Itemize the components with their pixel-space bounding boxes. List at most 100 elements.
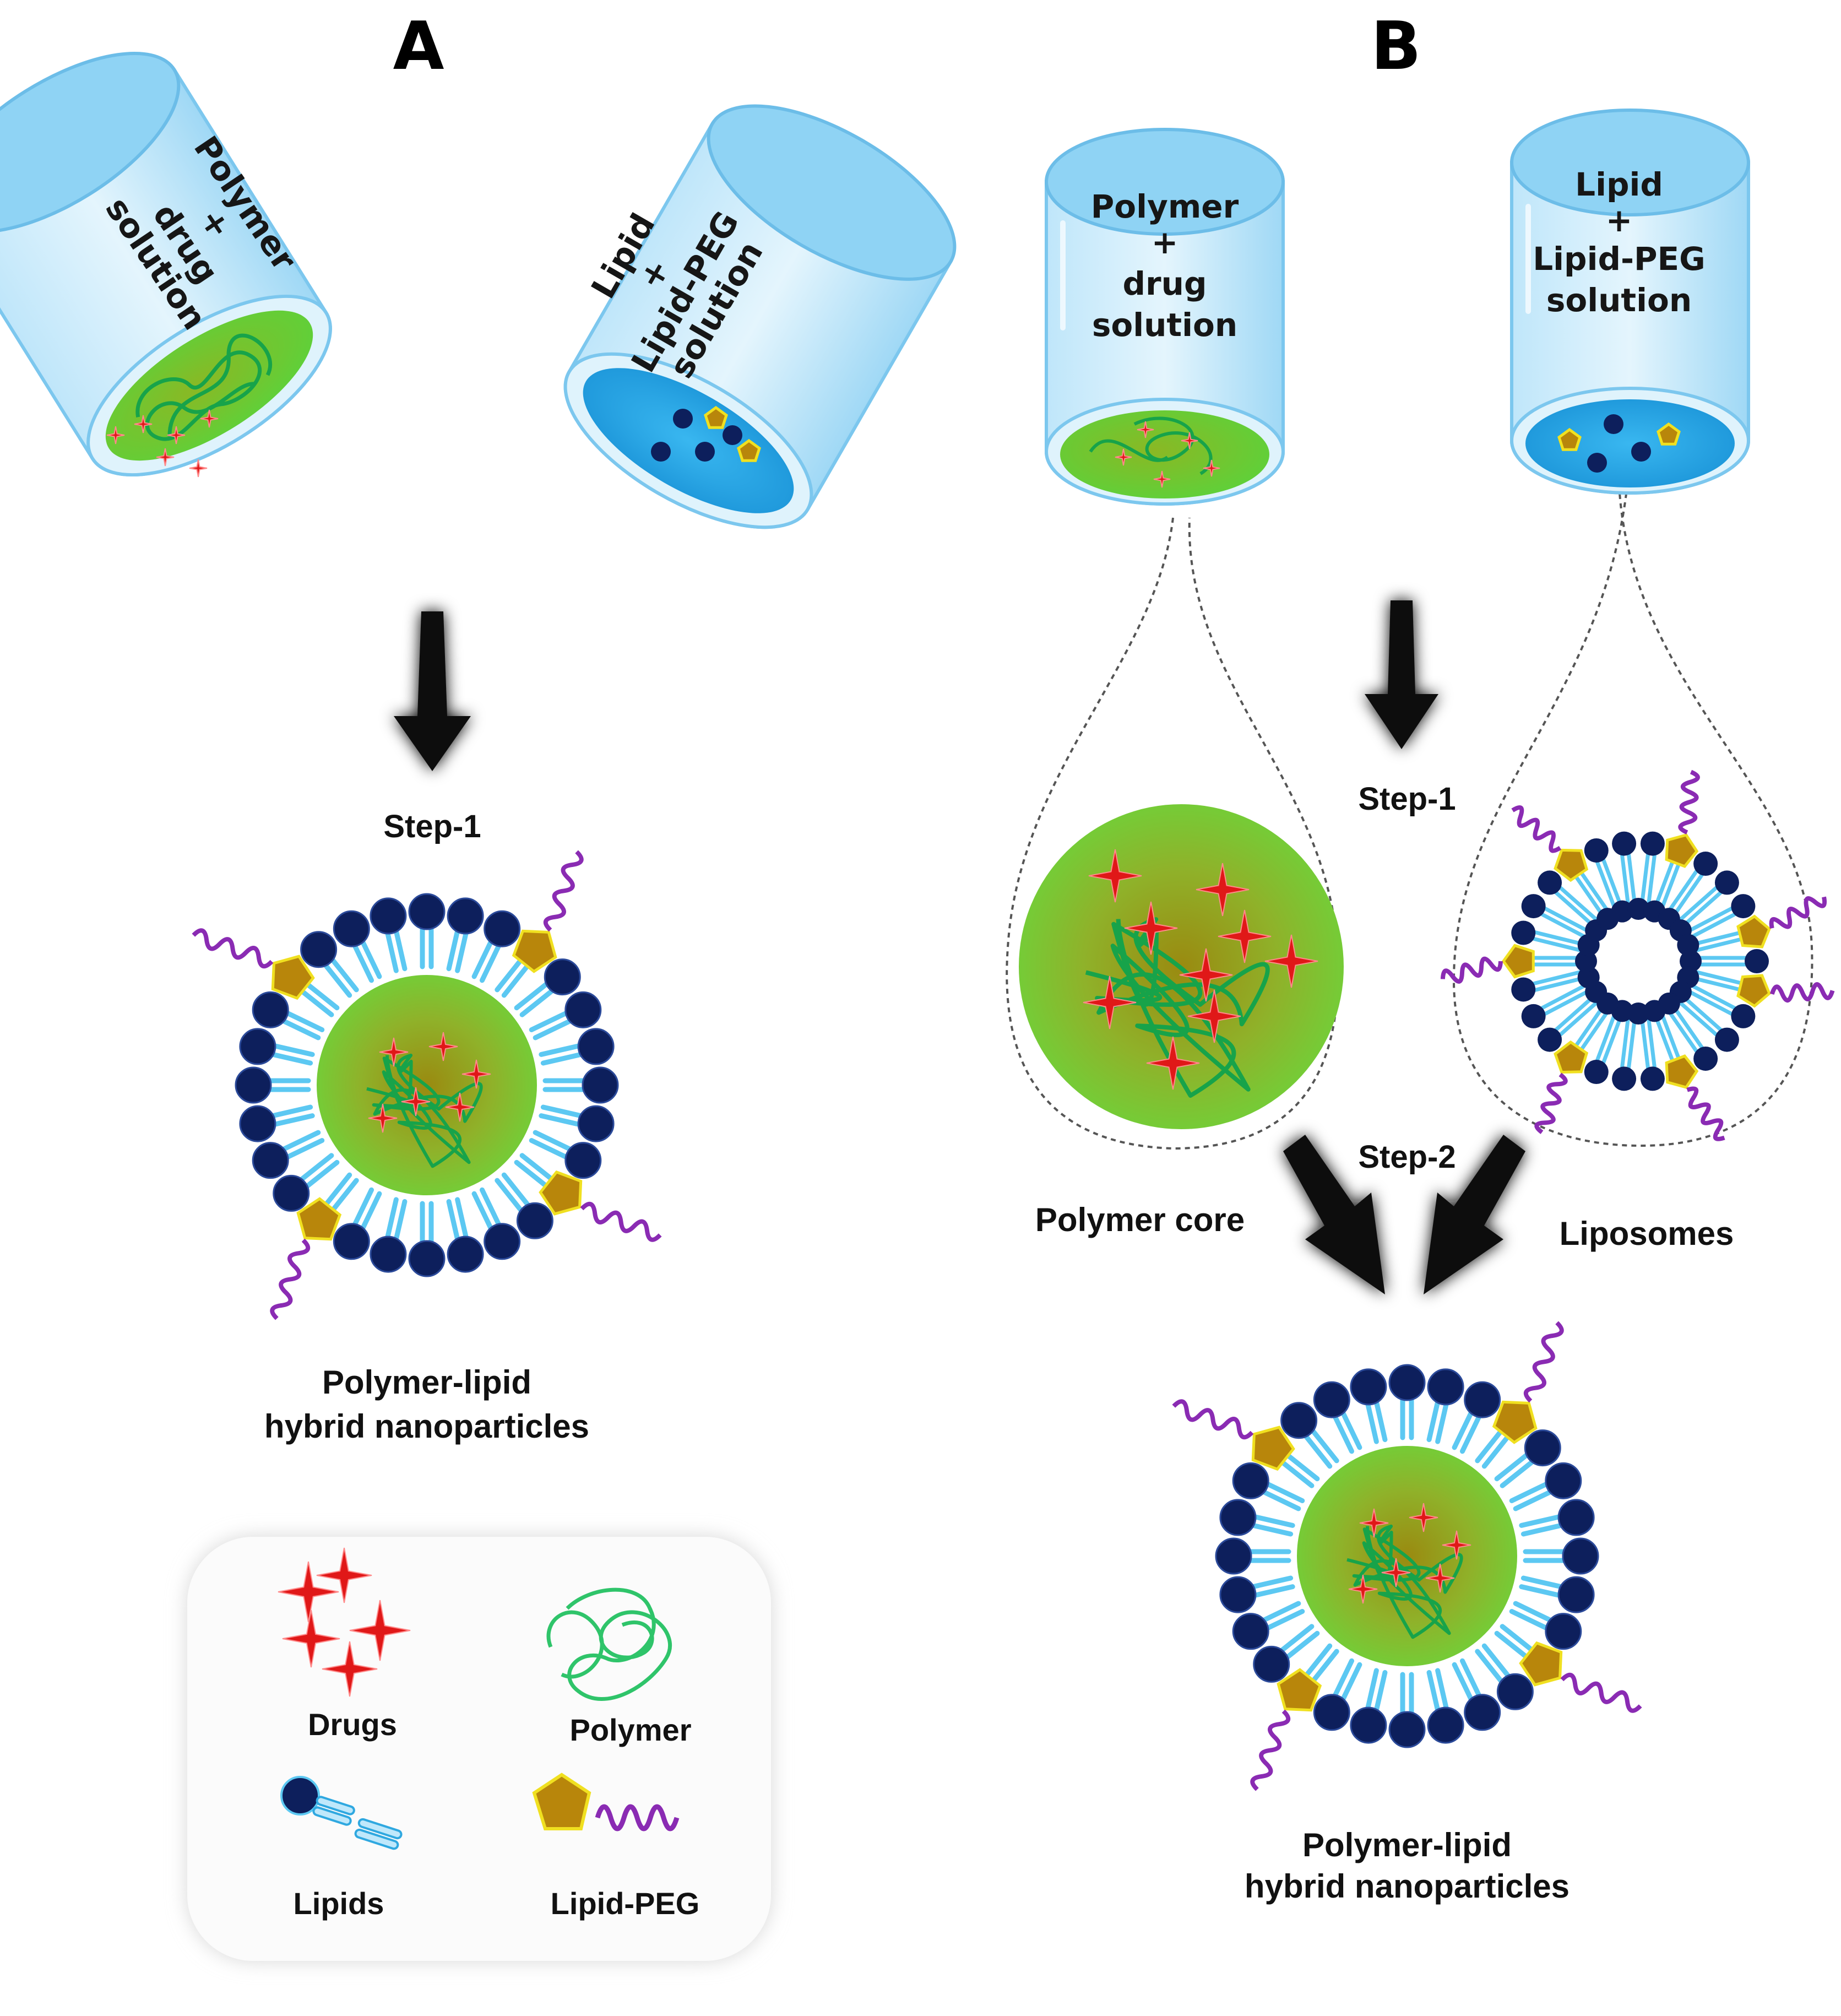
lipid-tail-icon xyxy=(385,1197,399,1240)
lipid-tail-icon xyxy=(1678,886,1718,922)
lipid-head-icon xyxy=(1584,1060,1609,1085)
lipid-head-icon xyxy=(1562,1537,1599,1575)
lipid-head-icon xyxy=(1693,1046,1718,1071)
drug-star-icon xyxy=(1381,1558,1411,1587)
liposome xyxy=(1440,769,1835,1141)
lipid-head-icon xyxy=(235,1066,272,1104)
lipid-tail-icon xyxy=(1261,1489,1301,1511)
lipid-tail-icon xyxy=(1459,1658,1482,1698)
lipid-tail-icon xyxy=(495,1178,524,1213)
drug-star-icon xyxy=(349,1600,411,1661)
lipid-tail-icon xyxy=(540,1104,584,1119)
lipid-head-icon xyxy=(1587,453,1607,473)
drug-star-icon xyxy=(401,1087,431,1117)
lipid-tail-icon xyxy=(1693,930,1742,946)
lipid-tail-icon xyxy=(533,1130,573,1152)
lipid-peg-legend-icon xyxy=(532,1773,680,1831)
liposomes-label: Liposomes xyxy=(1560,1215,1734,1252)
lipid-tail-icon xyxy=(1554,995,1594,1032)
lipid-head-icon xyxy=(1557,1499,1595,1536)
lipid-tail-icon xyxy=(1279,1624,1315,1653)
lipid-tail-icon xyxy=(1265,1481,1305,1504)
lipid-tail-icon xyxy=(1252,1584,1295,1598)
drug-star-icon xyxy=(322,1641,378,1697)
lipid-head-icon xyxy=(544,958,581,996)
lipid-head-icon xyxy=(516,1202,553,1239)
lipid-tail-icon xyxy=(1595,861,1617,909)
lipid-head-icon xyxy=(1731,894,1756,919)
lipid-tail-icon xyxy=(1513,1489,1553,1511)
peg-chain-icon xyxy=(1769,896,1827,929)
lipid-tail-icon xyxy=(1678,1000,1718,1037)
lipid-head-icon xyxy=(1253,1645,1290,1683)
peg-chain-icon xyxy=(1560,1672,1642,1713)
lipid-head-icon xyxy=(239,1105,276,1142)
drug-star-icon xyxy=(368,1103,398,1133)
legend-lipid-peg-label: Lipid-PEG xyxy=(551,1886,700,1921)
lipid-tail-icon xyxy=(1509,1608,1549,1631)
peg-chain-icon xyxy=(580,1201,662,1242)
lipid-tail-icon xyxy=(1693,976,1742,992)
beaker-polymer-drug-a xyxy=(0,51,332,477)
lipid-head-icon xyxy=(1612,831,1637,856)
lipid-tail-icon xyxy=(1534,976,1584,992)
panel-label-a: A xyxy=(393,8,444,85)
beaker-lipid-peg-b xyxy=(1510,109,1750,495)
lipid-tail-icon xyxy=(1435,1401,1449,1444)
lipid-tail-icon xyxy=(495,957,524,993)
lipid-tail-icon xyxy=(501,962,531,998)
lipid-head-icon xyxy=(1511,920,1536,945)
lipid-head-icon xyxy=(1612,1066,1637,1091)
drug-star-icon xyxy=(1146,1036,1200,1090)
lipid-tail-icon xyxy=(455,1197,469,1240)
beaker-d-text-line-2: + xyxy=(1606,202,1633,239)
lipid-tail-icon xyxy=(330,1178,359,1213)
lipid-tail-icon xyxy=(1340,1662,1362,1702)
lipid-head-icon xyxy=(408,1240,446,1277)
beaker-lipid-peg-a xyxy=(563,104,957,529)
lipid-tail-icon xyxy=(298,1153,334,1182)
lipid-tail-icon xyxy=(1626,1018,1637,1069)
legend-lipids-label: Lipids xyxy=(294,1886,384,1921)
beaker-lipid-mix xyxy=(651,405,1681,473)
beaker-d-text-line-3: Lipid-PEG xyxy=(1533,240,1706,278)
drug-star-icon xyxy=(1359,1508,1389,1538)
lipid-tail-icon xyxy=(1533,969,1582,986)
lipid-peg-head-icon xyxy=(1554,848,1589,882)
drug-star-icon xyxy=(200,409,219,428)
drug-star-icon xyxy=(1409,1503,1438,1532)
product-label-b-line-1: Polymer-lipid xyxy=(1302,1827,1512,1863)
lipid-peg-head-icon xyxy=(737,438,761,462)
drug-star-icon xyxy=(1124,901,1178,955)
lipid-head-icon xyxy=(1627,1002,1649,1025)
lipid-tail-icon xyxy=(1284,1630,1320,1660)
lipid-tail-icon xyxy=(1654,1016,1675,1064)
lipid-head-icon xyxy=(1313,1694,1350,1731)
lipid-tail-icon xyxy=(1475,1649,1504,1684)
drug-star-icon xyxy=(106,426,125,445)
liposome-callout xyxy=(1452,484,1813,1147)
lipid-tail-icon xyxy=(1690,983,1736,1010)
lipid-tail-icon xyxy=(1672,873,1704,917)
beaker-c-text-line-1: Polymer xyxy=(1091,188,1239,225)
lipid-tail-icon xyxy=(1687,989,1733,1016)
lipid-head-icon xyxy=(1680,950,1702,972)
lipid-head-icon xyxy=(1604,414,1623,434)
lipid-tail-icon xyxy=(533,1018,573,1040)
lipid-peg-head-icon xyxy=(1492,1400,1538,1444)
beaker-drug-stars xyxy=(106,409,1220,488)
lipid-head-icon xyxy=(1677,934,1699,956)
lipid-head-icon xyxy=(1745,949,1769,973)
lipid-head-icon xyxy=(564,1142,602,1179)
lipid-head-icon xyxy=(1643,1000,1666,1022)
lipid-tail-icon xyxy=(1626,854,1637,904)
lipid-tail-icon xyxy=(1459,1414,1482,1454)
drug-star-icon xyxy=(1181,432,1198,449)
polymer-chain-icon xyxy=(135,333,273,441)
lipid-head-icon xyxy=(1464,1694,1501,1731)
beaker-c-text-line-2: + xyxy=(1152,224,1179,261)
lipid-tail-icon xyxy=(1672,1006,1704,1049)
lipid-head-icon xyxy=(564,991,602,1028)
drugs-legend-icon xyxy=(278,1547,411,1697)
beaker-polymer-drug-b xyxy=(1045,128,1285,506)
